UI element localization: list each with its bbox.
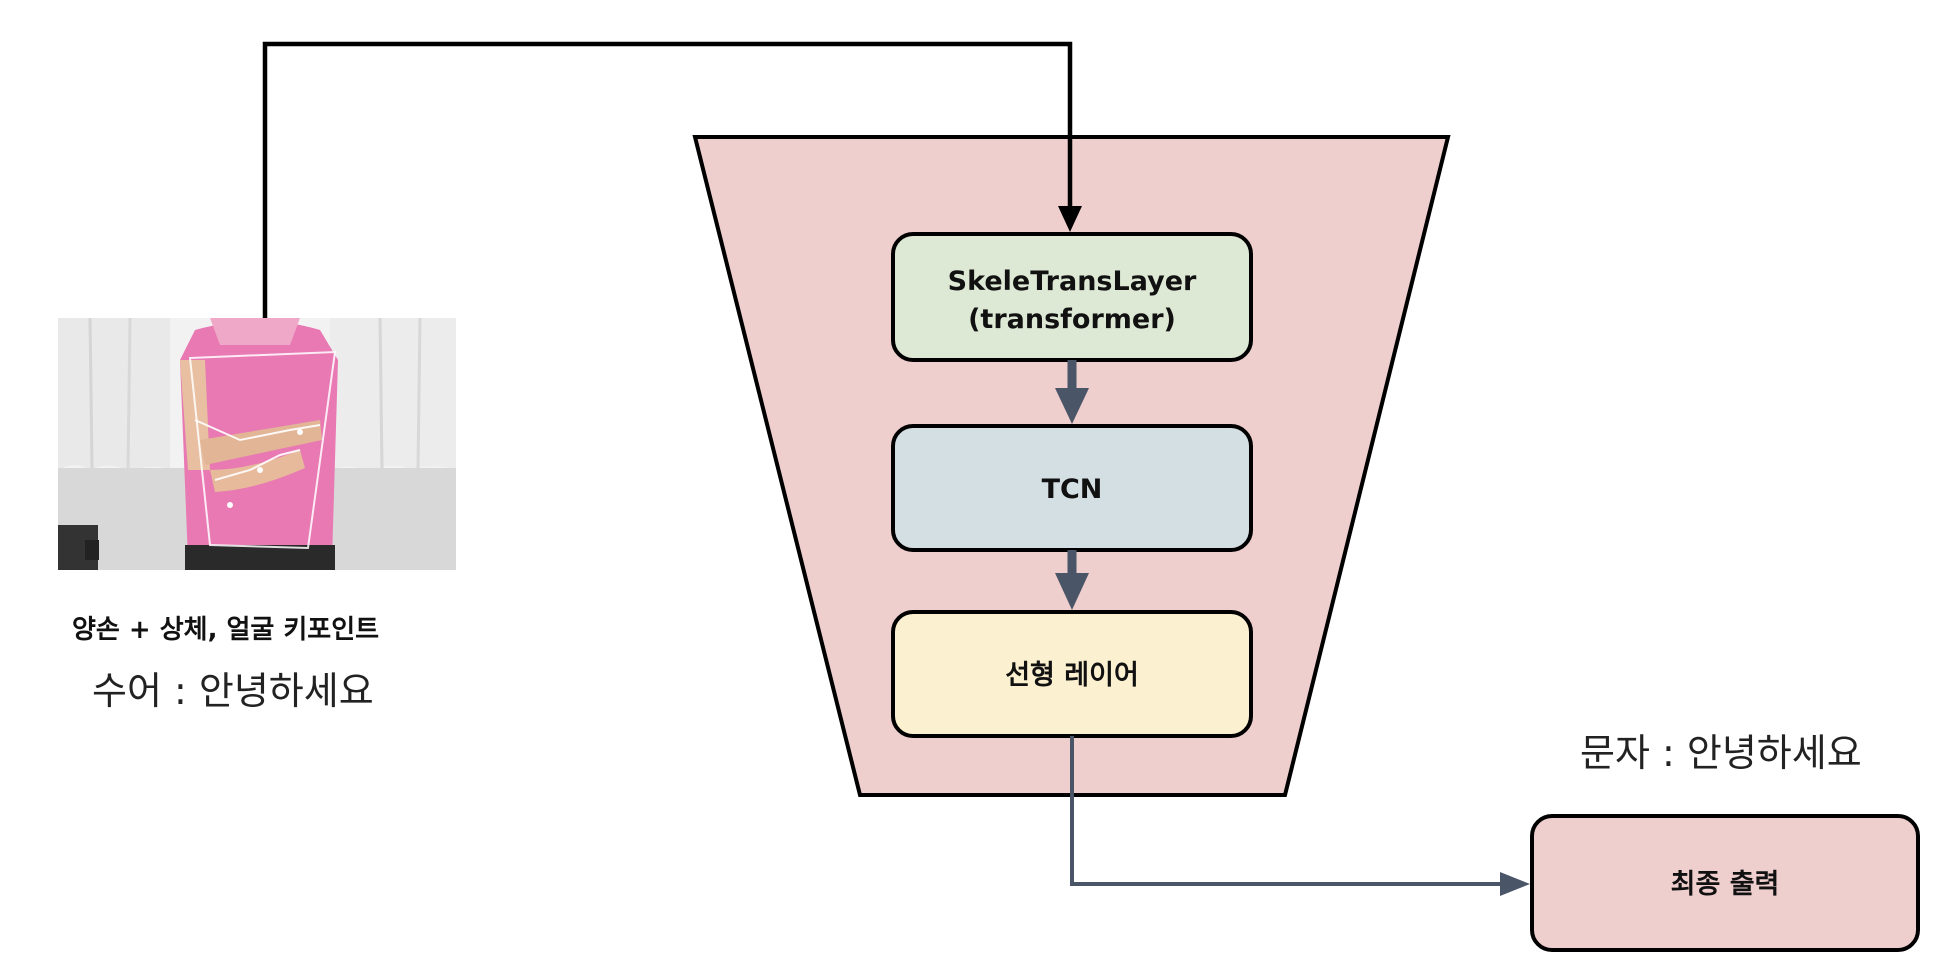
input-keypoint-image [58,318,456,570]
skeletranslayer-block [891,232,1253,362]
sign-language-caption: 수어 : 안녕하세요 [92,669,374,713]
linear-layer-label: 선형 레이어 [1005,660,1139,691]
input-connector-line [262,41,1073,318]
output-connector-line [1070,736,1502,886]
output-arrowhead [1500,872,1530,896]
final-output-label: 최종 출력 [1671,869,1780,900]
final-output-block [1530,814,1920,952]
skeletranslayer-label: SkeleTransLayer [948,266,1197,297]
output-text-caption: 문자 : 안녕하세요 [1580,731,1862,775]
tcn-label: TCN [1042,474,1103,505]
input-arrowhead [1058,206,1082,232]
skeletranslayer-sublabel: (transformer) [968,304,1176,335]
keypoints-caption: 양손 + 상체, 얼굴 키포인트 [72,615,380,645]
arrowhead-block2-to-block3 [1055,573,1089,610]
arrowhead-block1-to-block2 [1055,388,1089,424]
